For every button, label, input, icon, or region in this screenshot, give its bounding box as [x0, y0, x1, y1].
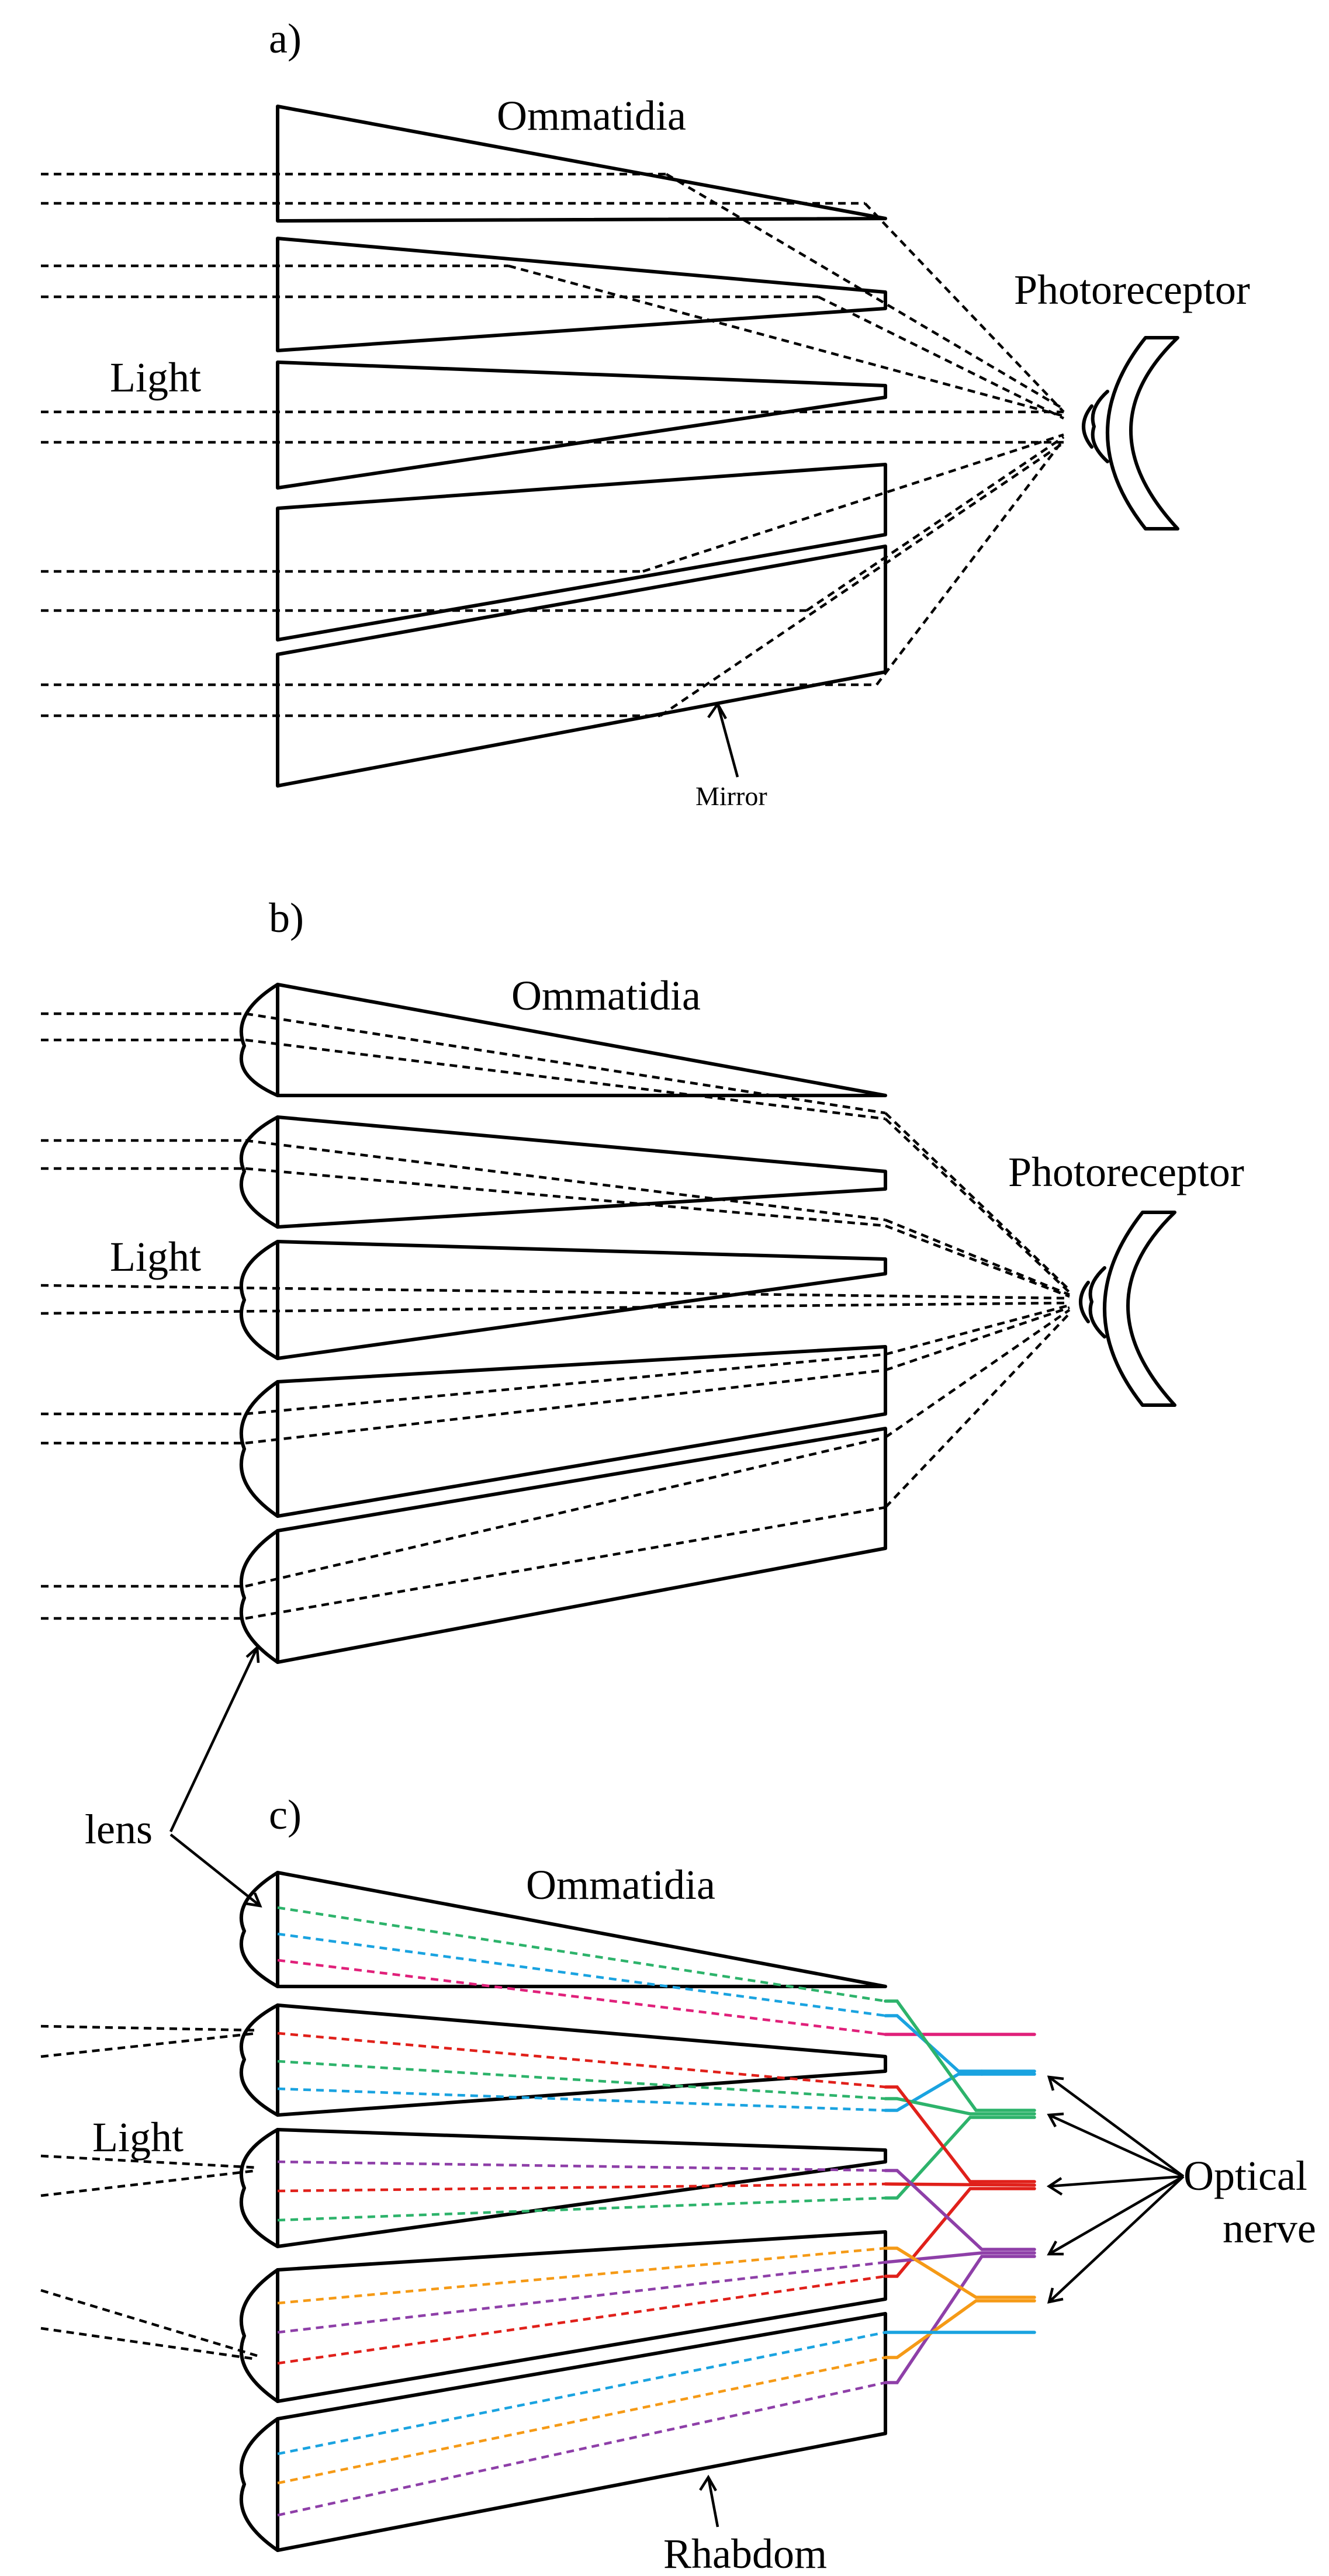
ommatidium: [276, 1345, 887, 1518]
rhabdom-red: [277, 2031, 886, 2089]
panel-b: b) Ommatidia Photoreceptor Light: [40, 895, 1244, 1664]
rhabdoms: [277, 1906, 886, 2517]
ommatidium: [276, 1240, 887, 1360]
nerve-fiber-cyan: [884, 2072, 984, 2112]
ommatidium: [276, 2003, 887, 2117]
lens: [239, 1380, 279, 1518]
lens: [239, 2128, 279, 2248]
rhabdom-orange: [277, 2246, 886, 2305]
lens-arrow-up: [169, 1647, 259, 1832]
nerve-fiber-purple: [884, 2169, 1036, 2251]
ommatidium: [276, 1427, 887, 1664]
panel-a: a) Ommatidia Photoreceptor Light Mirror: [41, 15, 1250, 811]
nerve-fiber-cyan: [884, 2014, 984, 2073]
ommatidium: [276, 463, 887, 642]
ommatidium: [276, 360, 887, 490]
nerve-fiber-purple: [884, 2255, 1036, 2384]
panel-b-photoreceptor: [1079, 1211, 1176, 1407]
rhabdom-arrow: [699, 2474, 719, 2528]
ommatidium: [276, 2312, 887, 2552]
ommatidium: [276, 2128, 887, 2248]
lens: [239, 1529, 279, 1664]
ommatidium: [276, 1115, 887, 1229]
rhabdom-magenta: [277, 1958, 886, 2036]
lens-arrow-down: [169, 1833, 261, 1907]
lens: [239, 1240, 279, 1360]
panel-b-label: b): [269, 895, 304, 941]
panel-a-label: a): [269, 15, 302, 62]
lens: [239, 2003, 279, 2117]
panel-c-light-label: Light: [92, 2114, 184, 2161]
lens-label: lens: [85, 1806, 153, 1853]
ommatidium: [276, 237, 887, 352]
rhabdom-purple: [277, 2160, 886, 2172]
panel-c-label: c): [269, 1791, 302, 1838]
ommatidium: [276, 2230, 887, 2403]
nerve-fiber-orange: [884, 2299, 1036, 2359]
lens: [239, 2268, 279, 2403]
rhabdom-green: [277, 2196, 886, 2222]
nerve-fiber-green: [884, 2097, 1036, 2116]
panel-a-mirror-arrow: [707, 701, 739, 778]
lens-callout: lens: [85, 1645, 262, 1908]
ommatidium: [276, 105, 887, 223]
panel-b-ommatidia-label: Ommatidia: [511, 972, 701, 1019]
panel-c: c) Ommatidia Light Optical nerve Rhabdom: [40, 1791, 1316, 2576]
nerve-fiber-red: [884, 2187, 1036, 2278]
lens: [239, 2417, 279, 2552]
rhabdom-orange: [277, 2356, 886, 2485]
panel-b-light-rays: [40, 1012, 1071, 1620]
nerve-fiber-green: [884, 2116, 1036, 2200]
panel-c-ommatidia: [239, 1871, 887, 2552]
nerve-fiber-red: [884, 2182, 1036, 2187]
nerve-fiber-orange: [884, 2246, 1036, 2299]
rhabdom-purple: [277, 2260, 886, 2334]
panel-a-light-label: Light: [110, 354, 201, 401]
panel-a-photoreceptor-label: Photoreceptor: [1014, 266, 1250, 313]
optical-nerve-label-line1: Optical: [1183, 2152, 1307, 2199]
optical-nerve-arrows: [1046, 2075, 1185, 2304]
ommatidium: [276, 1871, 887, 1988]
panel-a-light-rays: [41, 172, 1065, 717]
nerve-fiber-green: [884, 1999, 1036, 2112]
rhabdom-purple: [277, 2381, 886, 2517]
lens: [239, 1871, 279, 1988]
panel-c-ommatidia-label: Ommatidia: [526, 1861, 715, 1908]
ommatidium: [276, 545, 887, 788]
panel-c-light-rays: [40, 2024, 258, 2361]
rhabdom-cyan: [277, 2087, 886, 2112]
panel-b-photoreceptor-label: Photoreceptor: [1008, 1149, 1244, 1195]
rhabdom-cyan: [277, 1932, 886, 2017]
optical-nerve-fibers: [884, 1999, 1036, 2384]
ommatidium: [276, 983, 887, 1097]
rhabdom-red: [277, 2182, 886, 2193]
optical-nerve-label-line2: nerve: [1223, 2205, 1316, 2252]
nerve-fiber-red: [884, 2085, 1036, 2183]
panel-b-light-label: Light: [110, 1233, 201, 1280]
rhabdom-cyan: [277, 2331, 886, 2456]
lens: [239, 1115, 279, 1229]
lens: [239, 983, 279, 1097]
panel-a-ommatidia-label: Ommatidia: [497, 92, 686, 139]
rhabdom-label: Rhabdom: [663, 2530, 827, 2576]
panel-a-photoreceptor: [1082, 336, 1179, 531]
panel-a-mirror-label: Mirror: [695, 781, 767, 811]
panel-b-ommatidia: [239, 983, 887, 1664]
rhabdom-green: [277, 2060, 886, 2100]
